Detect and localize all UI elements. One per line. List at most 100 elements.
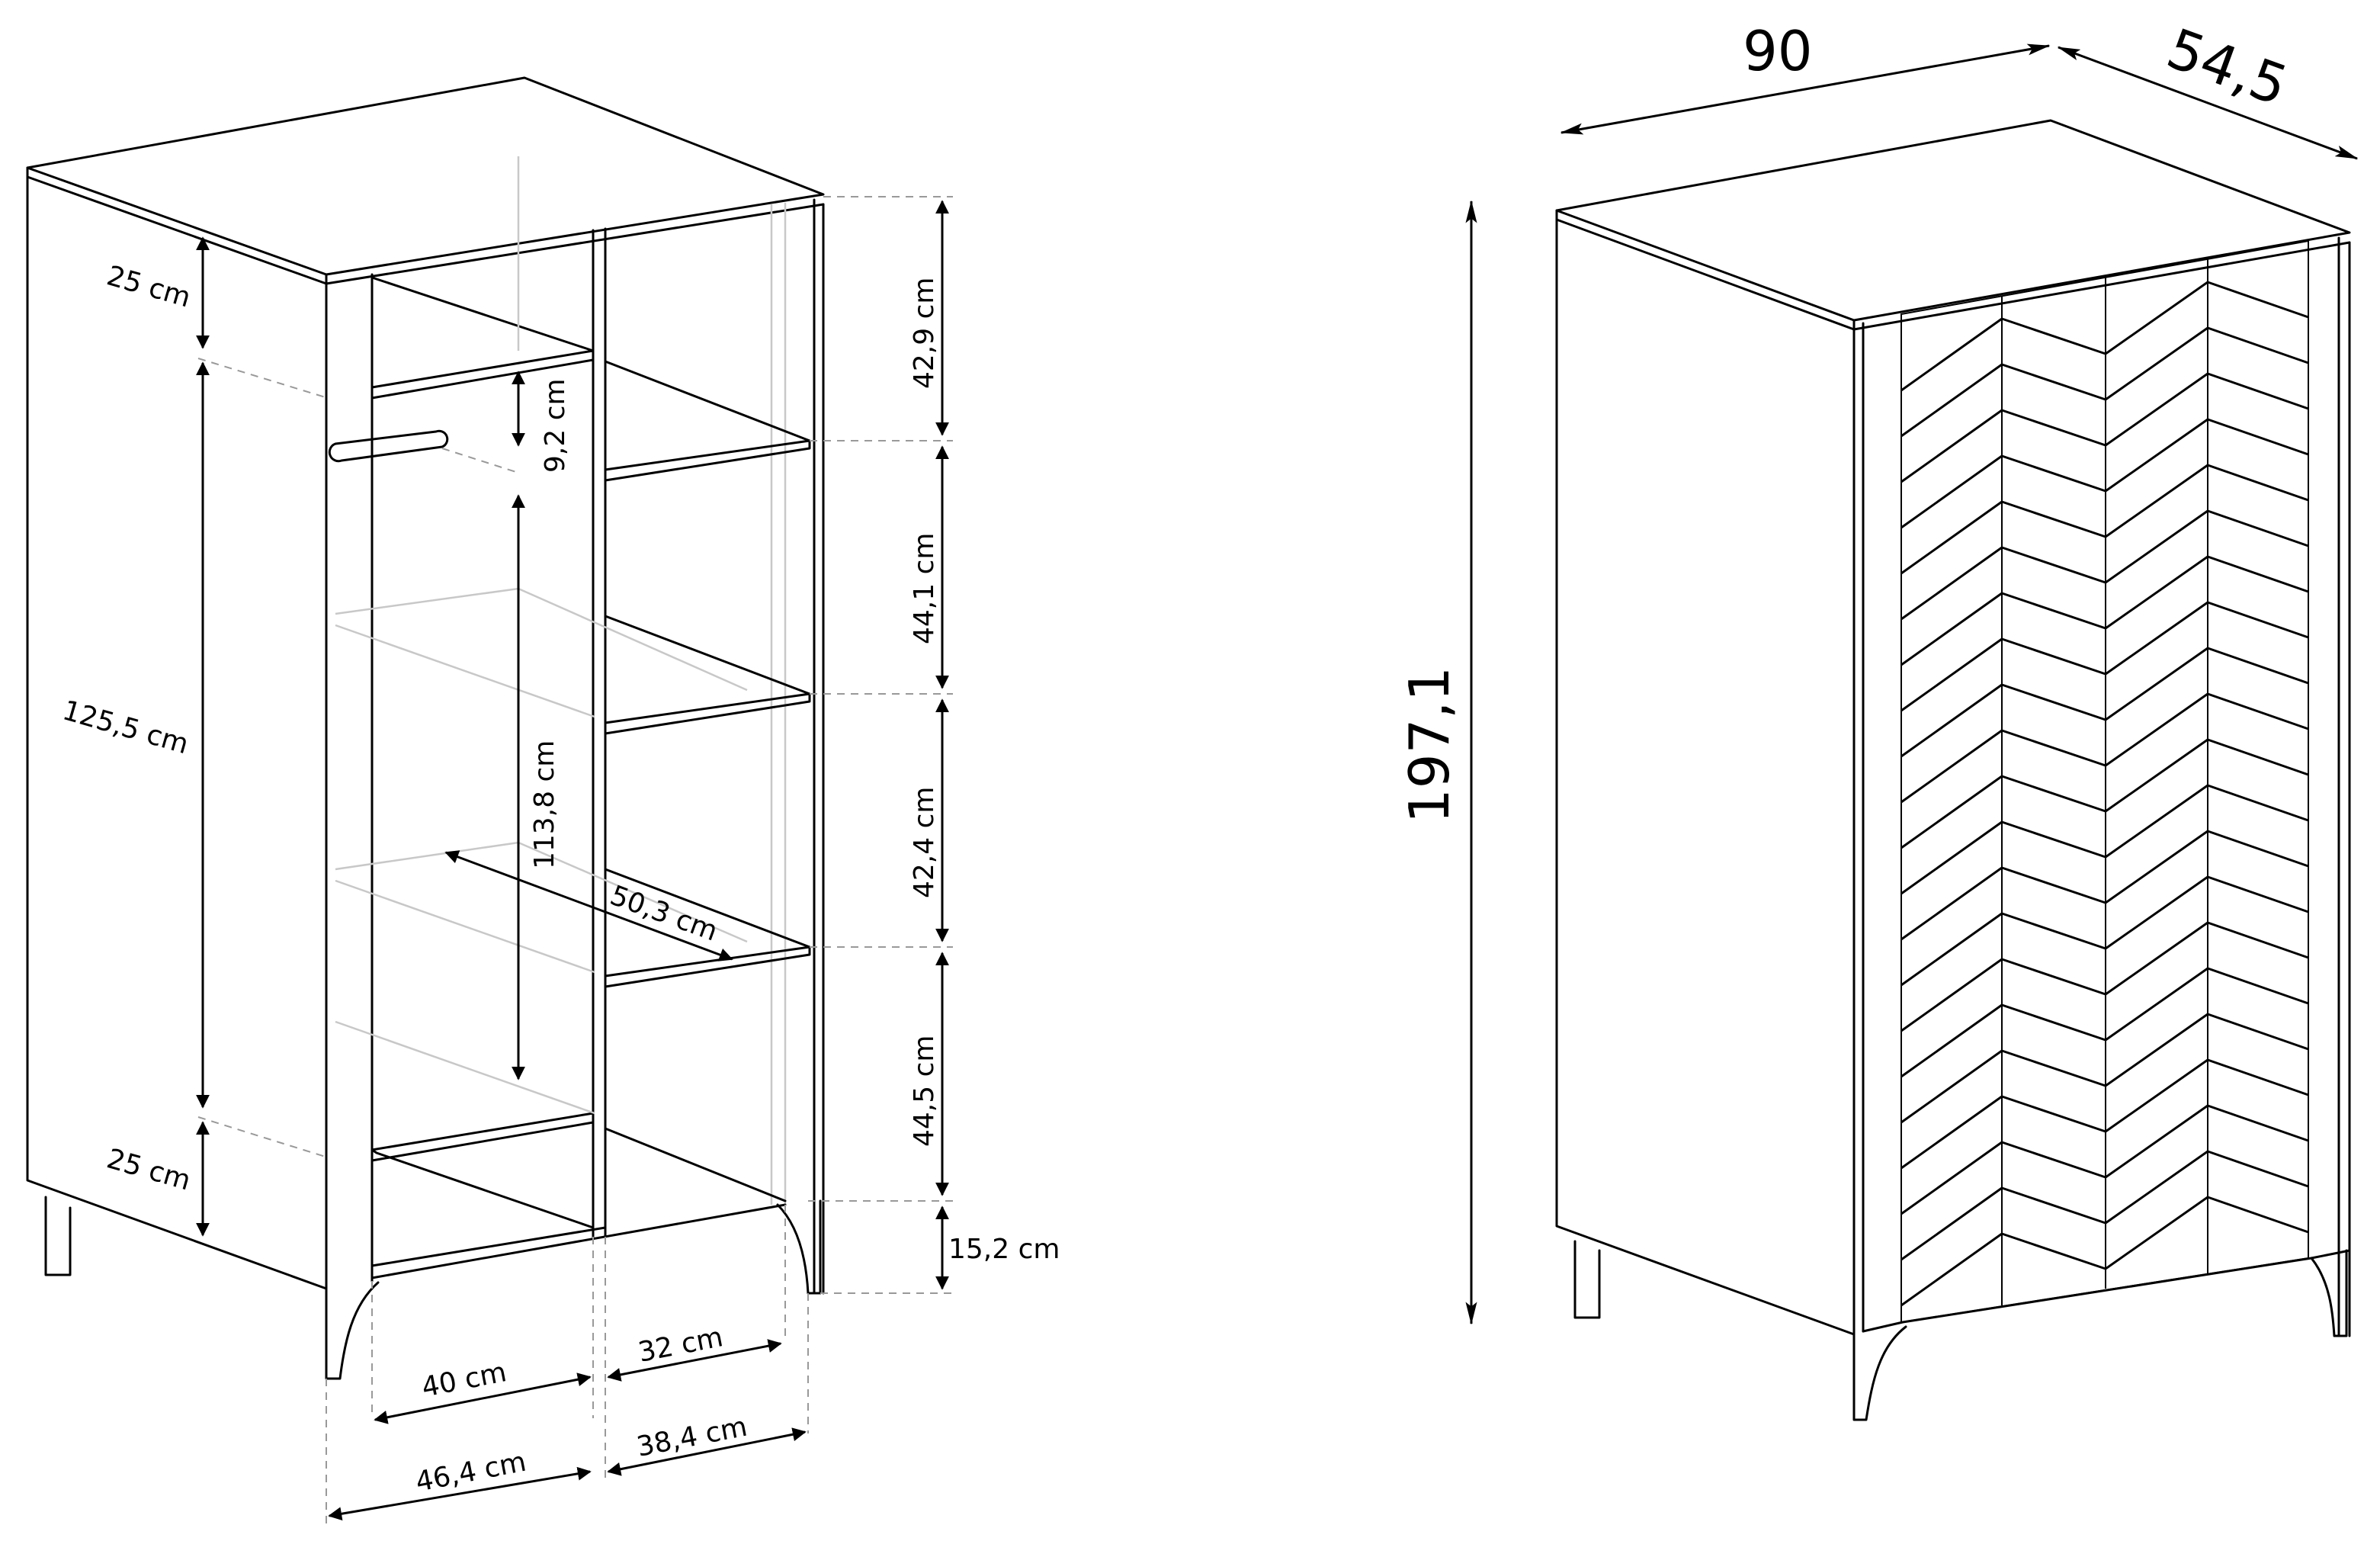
exterior-side-panel — [1555, 209, 1856, 1336]
chevron-line — [2001, 454, 2106, 493]
chevron-line — [1900, 1232, 2003, 1307]
chevron-line — [2207, 281, 2309, 319]
chevron-line — [1900, 866, 2003, 941]
chevron-line — [2105, 1104, 2208, 1179]
chevron-line — [2207, 1104, 2309, 1142]
shelf-3 — [604, 868, 811, 988]
chevron-line — [2001, 637, 2106, 676]
front-curved-leg — [325, 1281, 380, 1380]
chevron-line — [1900, 775, 2003, 849]
chevron-line — [1900, 317, 2003, 392]
chevron-line — [1900, 409, 2003, 483]
chevron-line — [2105, 1013, 2208, 1087]
chevron-line — [1900, 820, 2003, 895]
label-inner-width-right: 32 cm — [636, 1321, 726, 1369]
chevron-line — [2001, 1141, 2106, 1179]
chevron-line — [2105, 1150, 2208, 1225]
label-top-gap: 25 cm — [104, 260, 194, 313]
chevron-line — [2001, 1232, 2106, 1270]
chevron-line — [2105, 555, 2208, 630]
hanging-rail — [328, 429, 449, 463]
chevron-line — [1900, 363, 2003, 438]
chevron-line — [1900, 637, 2003, 712]
chevron-line — [1900, 958, 2003, 1032]
chevron-line — [2001, 363, 2106, 401]
chevron-line — [2001, 912, 2106, 950]
chevron-line — [2001, 958, 2106, 996]
chevron-line — [1900, 1186, 2003, 1261]
chevron-line — [1900, 500, 2003, 575]
chevron-line — [2105, 372, 2208, 447]
label-inner-height: 113,8 cm — [529, 740, 560, 869]
label-shelf-depth: 50,3 cm — [606, 880, 722, 948]
right-curved-leg — [776, 1199, 822, 1295]
chevron-line — [2105, 509, 2208, 584]
chevron-line — [2001, 683, 2106, 721]
chevron-line — [2207, 692, 2309, 730]
chevron-line — [2105, 784, 2208, 859]
label-shelf1: 42,9 cm — [909, 278, 940, 389]
chevron-line — [2207, 326, 2309, 364]
label-hanging-height: 125,5 cm — [59, 695, 192, 760]
closed-wardrobe-view: 90 54,5 197,1 — [1397, 16, 2359, 1421]
chevron-line — [2207, 647, 2309, 685]
chevron-line — [2207, 1196, 2309, 1234]
label-shelf3: 42,4 cm — [909, 787, 940, 898]
chevron-line — [2105, 738, 2208, 813]
chevron-line — [2001, 409, 2106, 447]
chevron-line — [1900, 912, 2003, 987]
chevron-line — [2207, 738, 2309, 776]
chevron-line — [2207, 1013, 2309, 1051]
wardrobe-top-panel — [26, 76, 825, 276]
chevron-line — [2105, 1058, 2208, 1133]
chevron-line — [1900, 683, 2003, 758]
chevron-line — [2001, 592, 2106, 630]
shelf-2 — [604, 615, 811, 735]
label-outer-width-left: 46,4 cm — [413, 1446, 529, 1498]
chevron-line — [2207, 372, 2309, 410]
chevron-line — [1900, 729, 2003, 804]
chevron-line — [2105, 418, 2208, 493]
chevron-line — [2001, 729, 2106, 767]
label-rail-gap: 9,2 cm — [540, 378, 571, 473]
chevron-line — [2207, 418, 2309, 456]
chevron-line — [2105, 830, 2208, 904]
chevron-line — [2207, 784, 2309, 822]
chevron-line — [1900, 1141, 2003, 1215]
label-bottom-gap: 25 cm — [104, 1143, 194, 1196]
hanging-bottom-shelf — [370, 1112, 595, 1162]
chevron-line — [2105, 601, 2208, 676]
chevron-line — [1900, 1095, 2003, 1170]
exterior-front-leg — [1852, 1325, 1907, 1421]
chevron-line — [2105, 326, 2208, 401]
chevron-line — [1900, 1003, 2003, 1078]
hanging-top-shelf — [370, 276, 595, 352]
chevron-line — [1900, 454, 2003, 529]
chevron-line — [2001, 775, 2106, 813]
exterior-right-leg — [2310, 1249, 2348, 1337]
chevron-line — [2207, 967, 2309, 1005]
label-width: 90 — [1743, 19, 1813, 83]
label-depth: 54,5 — [2159, 16, 2295, 118]
label-height: 197,1 — [1397, 666, 1461, 823]
door-panel — [1900, 239, 2309, 1324]
wardrobe-side-panel — [26, 166, 328, 1290]
chevron-line — [2207, 555, 2309, 593]
chevron-line — [2105, 464, 2208, 538]
chevron-line — [2001, 546, 2106, 584]
chevron-line — [1900, 1049, 2003, 1124]
chevron-line — [2207, 464, 2309, 502]
chevron-line — [2001, 1095, 2106, 1133]
herringbone-pattern — [1900, 281, 2309, 1307]
shelf-1 — [604, 360, 811, 482]
chevron-line — [2105, 692, 2208, 767]
chevron-line — [2105, 921, 2208, 996]
chevron-line — [2207, 875, 2309, 913]
chevron-line — [2001, 820, 2106, 859]
chevron-line — [2001, 1049, 2106, 1087]
left-leg — [44, 1196, 72, 1276]
exterior-left-leg — [1573, 1240, 1601, 1319]
chevron-line — [2105, 281, 2208, 355]
chevron-line — [2207, 830, 2309, 868]
